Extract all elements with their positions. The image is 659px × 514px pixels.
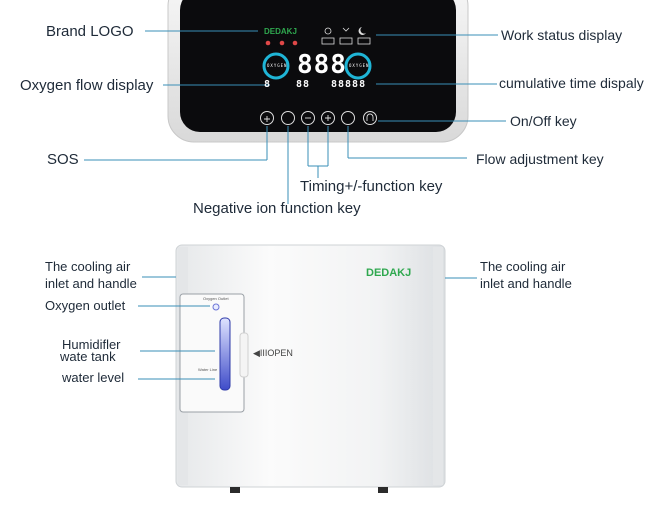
label-cumulative-time-display: cumulative time dispaly — [499, 75, 644, 91]
label-brand-logo: Brand LOGO — [46, 23, 134, 40]
door-latch — [239, 332, 249, 378]
big-flow-digits: 888 — [297, 50, 347, 80]
function-keys — [260, 111, 377, 125]
label-water-level: water level — [62, 370, 125, 385]
leader-lines-bottom — [138, 276, 477, 380]
label-oxygen-outlet: Oxygen outlet — [45, 298, 126, 313]
label-on-off-key: On/Off key — [510, 113, 577, 129]
oxygen-outlet-port — [212, 303, 220, 311]
right-handle — [433, 247, 443, 485]
label-oxygen-flow-display: Oxygen flow display — [20, 77, 154, 94]
label-humidifier-line1: Humidifler — [62, 337, 121, 352]
water-tank-window — [219, 317, 231, 391]
label-work-status-display: Work status display — [501, 27, 623, 43]
label-negative-ion-key: Negative ion function key — [193, 200, 361, 217]
label-cooling-air-right-line2: inlet and handle — [480, 276, 572, 291]
label-cooling-air-right-line1: The cooling air — [480, 259, 566, 274]
right-ring-text: OXYGEN — [349, 63, 370, 68]
label-cooling-air-left-line1: The cooling air — [45, 259, 131, 274]
foot — [378, 487, 388, 493]
front-door — [179, 293, 245, 413]
open-label: ◀IIIOPEN — [253, 348, 293, 358]
small-mid-digits: 88 — [296, 79, 311, 90]
label-flow-adjustment-key: Flow adjustment key — [476, 151, 604, 167]
indicator-dot — [279, 40, 285, 46]
status-icons — [321, 27, 371, 45]
outlet-small-label: Oxygen Outlet — [203, 296, 229, 301]
panel-logo: DEDAKJ — [264, 27, 297, 36]
panel-screen — [180, 0, 456, 132]
device-brand: DEDAKJ — [366, 267, 412, 279]
right-oxygen-ring-icon — [344, 52, 372, 80]
foot — [230, 487, 240, 493]
oxygen-concentrator-body — [175, 244, 446, 493]
timer-icon — [324, 27, 332, 35]
left-oxygen-ring-icon — [262, 52, 290, 80]
moon-icon — [358, 27, 366, 35]
share-icon — [342, 27, 350, 32]
label-timing-key: Timing+/-function key — [300, 178, 443, 195]
label-sos: SOS — [47, 151, 79, 168]
label-cooling-air-left-line2: inlet and handle — [45, 276, 137, 291]
indicator-dot — [292, 40, 298, 46]
small-left-digit: 8 — [264, 79, 272, 90]
small-right-digits: 88888 — [331, 79, 367, 90]
water-line-small-label: Water Line — [198, 367, 218, 372]
leader-lines-top — [84, 30, 506, 204]
left-ring-text: OXYGEN — [267, 63, 288, 68]
label-humidifier-line2: wate tank — [60, 349, 116, 364]
indicator-dot — [265, 40, 271, 46]
